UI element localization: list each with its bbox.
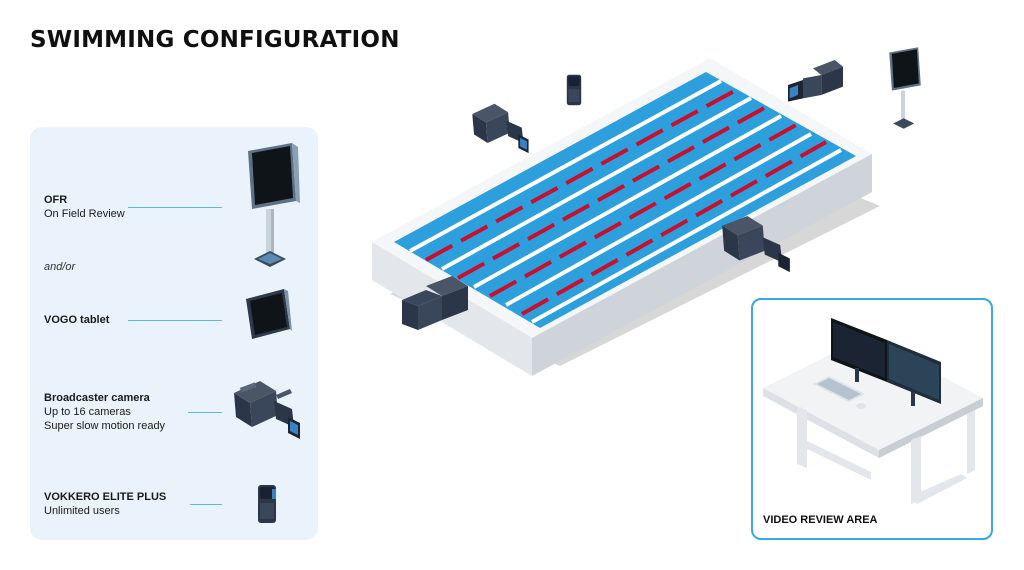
broadcast-camera-icon [722,216,790,273]
tablet-leader-line [128,320,222,321]
monitor-stand-icon [889,47,921,129]
andor-text: and/or [44,261,76,273]
vokkero-title: VOKKERO ELITE PLUS [44,491,167,503]
ofr-leader-line [128,207,222,208]
monitor-stand-icon [248,143,300,267]
pool-illustration [372,58,880,376]
broadcast-camera-icon [788,60,843,102]
radio-device-icon [566,74,582,106]
tablet-icon [246,289,292,339]
camera-title: Broadcaster camera [44,392,150,404]
ofr-title: OFR [44,194,68,206]
tablet-title: VOGO tablet [44,314,110,326]
vokkero-leader-line [190,504,222,505]
desk-icon [763,318,983,504]
page-title: SWIMMING CONFIGURATION [30,27,400,53]
legend-panel: OFR On Field Review and/or VOGO tablet B… [30,127,318,540]
broadcast-camera-icon [402,276,468,330]
camera-line1: Up to 16 cameras [44,406,131,418]
legend-item-ofr: OFR On Field Review [44,193,125,221]
pool-water [394,72,856,328]
radio-device-icon [258,485,276,523]
video-review-area: VIDEO REVIEW AREA [751,298,993,540]
review-area-label: VIDEO REVIEW AREA [763,514,878,526]
legend-item-camera: Broadcaster camera Up to 16 cameras Supe… [44,391,165,433]
legend-item-tablet: VOGO tablet [44,313,109,327]
camera-line2: Super slow motion ready [44,420,166,432]
vokkero-subtitle: Unlimited users [44,505,120,517]
camera-leader-line [188,412,222,413]
legend-item-vokkero: VOKKERO ELITE PLUS Unlimited users [44,490,166,518]
broadcast-camera-icon [234,381,300,439]
ofr-subtitle: On Field Review [44,208,125,220]
lane-ropes [409,79,842,324]
mouse [856,403,866,409]
broadcast-camera-icon [472,103,529,154]
